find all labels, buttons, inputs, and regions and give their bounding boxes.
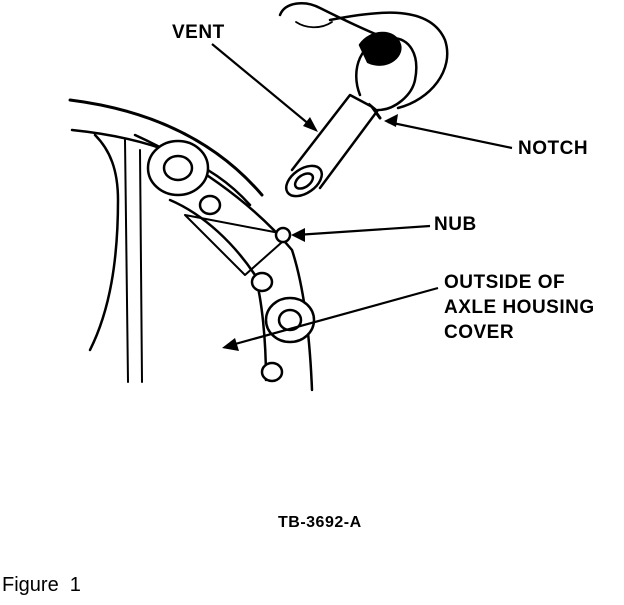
vent-leader	[211, 43, 317, 131]
bolt-small-1	[198, 194, 222, 216]
notch-arrowhead	[384, 114, 398, 127]
drawing-id: TB-3692-A	[278, 514, 362, 531]
figure-caption: Figure 1	[2, 574, 81, 596]
cover-panel-edge	[184, 214, 291, 276]
housing-lower-arc	[88, 133, 120, 352]
nub-arrowhead	[291, 228, 305, 242]
housing-rim-line	[124, 139, 129, 383]
vent-arrowhead	[303, 117, 318, 132]
notch-leader	[387, 120, 513, 150]
housing-outer-edge	[68, 98, 264, 197]
cover-leader	[227, 286, 439, 348]
finger-index	[278, 2, 387, 40]
notch-label: NOTCH	[518, 138, 589, 159]
finger-hand	[328, 11, 449, 110]
nub-shape	[274, 226, 292, 244]
bolt-small-3	[260, 361, 284, 383]
outside-cover-label-line2: AXLE HOUSING	[444, 297, 595, 318]
bolt-small-2	[250, 271, 274, 293]
vent-notch	[368, 102, 382, 120]
nub-leader	[295, 224, 431, 237]
vent-tube-opening	[284, 164, 324, 198]
bolt-hole-top	[162, 154, 194, 182]
housing-rim-line-2	[139, 149, 143, 383]
vent-label: VENT	[172, 22, 225, 43]
nub-label: NUB	[434, 214, 477, 235]
fingernail	[358, 31, 402, 66]
cover-arrowhead	[222, 338, 239, 351]
outside-cover-label-line1: OUTSIDE OF	[444, 272, 566, 293]
vent-tube-bore	[293, 172, 315, 190]
bolt-boss-top	[146, 139, 210, 197]
bolt-boss-mid	[264, 296, 316, 344]
finger-crease	[295, 21, 333, 29]
outside-cover-label-line3: COVER	[444, 322, 515, 343]
